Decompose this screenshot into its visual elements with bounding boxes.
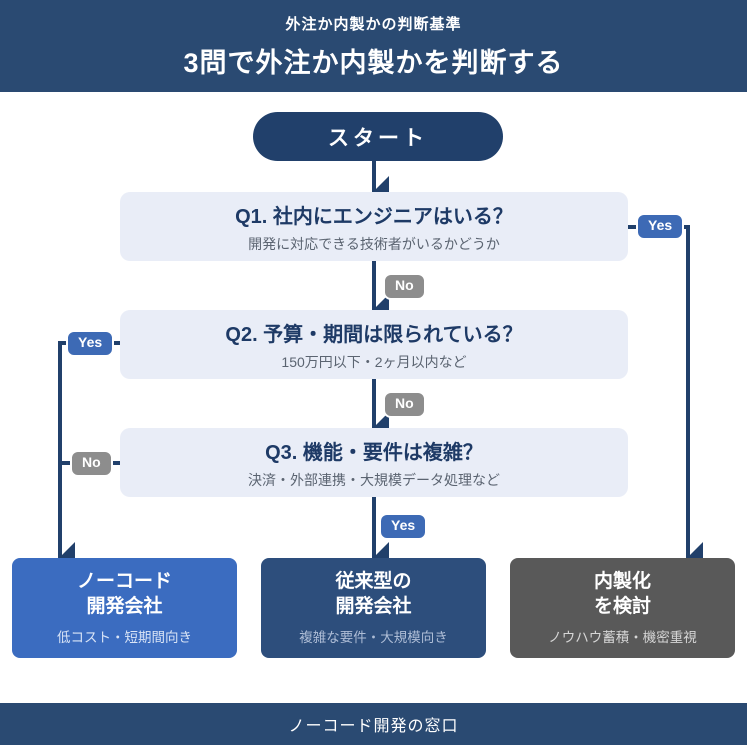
header-subtitle: 外注か内製かの判断基準 <box>285 15 462 33</box>
q2-subtitle: 150万円以下・2ヶ月以内など <box>281 353 467 370</box>
page-footer: ノーコード開発の窓口 <box>0 703 747 745</box>
q1-subtitle: 開発に対応できる技術者がいるかどうか <box>248 235 500 252</box>
outcome-traditional-company: 従来型の 開発会社 複雑な要件・大規模向き <box>261 558 486 658</box>
q1-yes-badge: Yes <box>636 213 685 240</box>
q2-no-badge: No <box>383 391 426 418</box>
q2-yes-badge: Yes <box>66 330 115 357</box>
outcome-inhouse-title: 内製化 を検討 <box>593 571 651 617</box>
q3-no-badge: No <box>70 450 113 477</box>
outcome-traditional-title: 従来型の 開発会社 <box>335 571 412 617</box>
outcome-nocode-company: ノーコード 開発会社 低コスト・短期間向き <box>12 558 237 658</box>
q3-title: Q3. 機能・要件は複雑？ <box>265 441 483 464</box>
start-node: スタート <box>253 112 503 161</box>
connector-start-q1 <box>372 161 376 192</box>
page-header: 外注か内製かの判断基準 3問で外注か内製かを判断する <box>0 0 747 92</box>
connector-q1-yes-vertical <box>686 225 690 558</box>
q2-title: Q2. 予算・期間は限られている？ <box>225 323 523 346</box>
question-box-q3: Q3. 機能・要件は複雑？ 決済・外部連携・大規模データ処理など <box>120 428 628 497</box>
flowchart: スタート Q1. 社内にエンジニアはいる？ 開発に対応できる技術者がいるかどうか… <box>0 92 747 703</box>
page-title: 3問で外注か内製かを判断する <box>183 47 564 78</box>
q3-subtitle: 決済・外部連携・大規模データ処理など <box>248 471 500 488</box>
outcome-nocode-title: ノーコード 開発会社 <box>76 571 172 617</box>
q3-yes-badge: Yes <box>379 513 428 540</box>
outcome-inhouse: 内製化 を検討 ノウハウ蓄積・機密重視 <box>510 558 735 658</box>
question-box-q1: Q1. 社内にエンジニアはいる？ 開発に対応できる技術者がいるかどうか <box>120 192 628 261</box>
connector-q3-outcome1 <box>372 497 376 558</box>
outcome-nocode-subtitle: 低コスト・短期間向き <box>57 629 192 645</box>
connector-q1-q2 <box>372 261 376 310</box>
outcome-traditional-subtitle: 複雑な要件・大規模向き <box>299 629 448 645</box>
connector-left-vertical <box>58 341 62 558</box>
footer-brand: ノーコード開発の窓口 <box>288 718 459 735</box>
q1-no-badge: No <box>383 273 426 300</box>
q1-title: Q1. 社内にエンジニアはいる？ <box>235 205 513 228</box>
outcome-inhouse-subtitle: ノウハウ蓄積・機密重視 <box>548 629 697 645</box>
question-box-q2: Q2. 予算・期間は限られている？ 150万円以下・2ヶ月以内など <box>120 310 628 379</box>
connector-q2-q3 <box>372 379 376 428</box>
